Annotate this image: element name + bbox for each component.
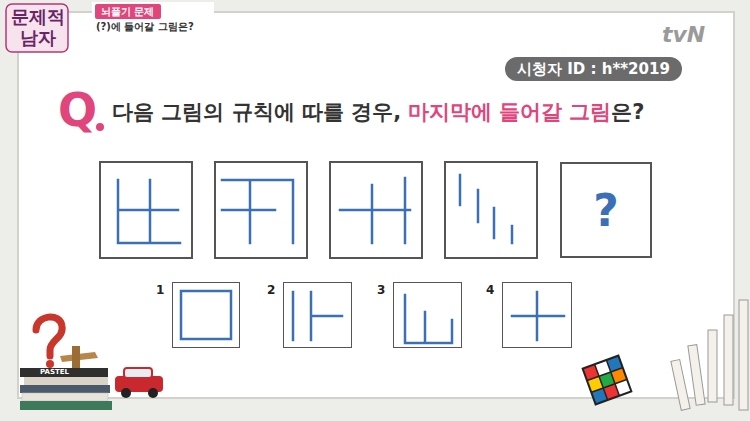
- book: [24, 377, 108, 385]
- puzzle-figures: [118, 175, 564, 343]
- logo-decoration: [6, 4, 68, 52]
- show-logo: 문제적 남자: [10, 6, 66, 48]
- puzzle-box: [330, 162, 422, 258]
- node-text: 시청자 ID : h**2019: [517, 59, 670, 79]
- tile: [596, 361, 610, 375]
- figure-stroke: [512, 292, 564, 340]
- figure-stroke: [181, 291, 231, 339]
- wheel: [121, 388, 131, 398]
- puzzle-box-frames: [100, 162, 537, 258]
- cube: [581, 354, 632, 405]
- option-number: 2: [267, 283, 275, 297]
- toy-car: [115, 368, 163, 398]
- dot: [96, 123, 104, 131]
- subtitle-strip: [92, 2, 214, 36]
- domino: [671, 360, 690, 411]
- sculpture: [46, 360, 54, 368]
- figure-stroke: [222, 180, 293, 243]
- channel-watermark: tvN: [662, 22, 705, 47]
- q-mark: Q: [58, 84, 97, 136]
- option-box: 1: [172, 282, 240, 348]
- tile: [600, 373, 614, 387]
- option-box: 3: [393, 282, 462, 348]
- figure-stroke: [293, 292, 342, 340]
- book: [20, 368, 108, 377]
- tile: [607, 357, 621, 371]
- sculpture: [36, 317, 62, 356]
- puzzle-box: [100, 162, 192, 258]
- option-number: 4: [486, 283, 494, 297]
- book: [20, 385, 110, 393]
- tile: [584, 365, 598, 379]
- question-highlight: 마지막에 들어갈 그림: [408, 100, 612, 124]
- tile: [604, 385, 618, 399]
- question-line: 다음 그림의 규칙에 따를 경우, 마지막에 들어갈 그림은?: [112, 98, 644, 126]
- category-tag: 뇌풀기 문제: [95, 4, 161, 19]
- domino: [708, 330, 717, 402]
- option-number: 3: [377, 283, 385, 297]
- option-box: 4: [502, 282, 572, 348]
- domino: [724, 315, 733, 405]
- figure-stroke: [460, 175, 512, 243]
- viewer-id-pill: 시청자 ID : h**2019: [505, 57, 682, 81]
- puzzle-box: [215, 162, 307, 258]
- book-stack: [20, 346, 112, 410]
- paper-panel: [18, 12, 734, 398]
- puzzle-box: [445, 162, 537, 258]
- book: [22, 393, 108, 401]
- figure-stroke: [118, 180, 180, 243]
- tile: [592, 389, 606, 403]
- book-spine-text: PASTEL: [40, 368, 69, 377]
- domino: [739, 300, 748, 410]
- logo-plate: [6, 4, 68, 52]
- book: [20, 401, 112, 410]
- answer-box: ?: [560, 162, 652, 258]
- subtitle: (?)에 들어갈 그림은?: [96, 20, 194, 34]
- tile: [616, 380, 630, 394]
- question-mark: ?: [593, 185, 619, 236]
- figure-stroke: [405, 295, 452, 343]
- q-dot: [96, 123, 104, 131]
- domino: [688, 345, 705, 406]
- rubiks-cube: [581, 354, 632, 405]
- tile: [588, 377, 602, 391]
- question-text: 다음 그림의 규칙에 따를 경우,: [112, 100, 401, 124]
- toy-plane: [72, 346, 80, 368]
- tile: [612, 369, 626, 383]
- car-roof: [124, 368, 152, 378]
- dominoes: [671, 300, 748, 410]
- option-number: 1: [156, 283, 164, 297]
- node-text: 뇌풀기 문제: [101, 5, 155, 18]
- option-box: 2: [283, 282, 352, 348]
- figure-stroke: [340, 178, 410, 243]
- wheel: [148, 388, 158, 398]
- question-text: 은?: [611, 100, 644, 124]
- question-mark-sculpture: [36, 317, 62, 368]
